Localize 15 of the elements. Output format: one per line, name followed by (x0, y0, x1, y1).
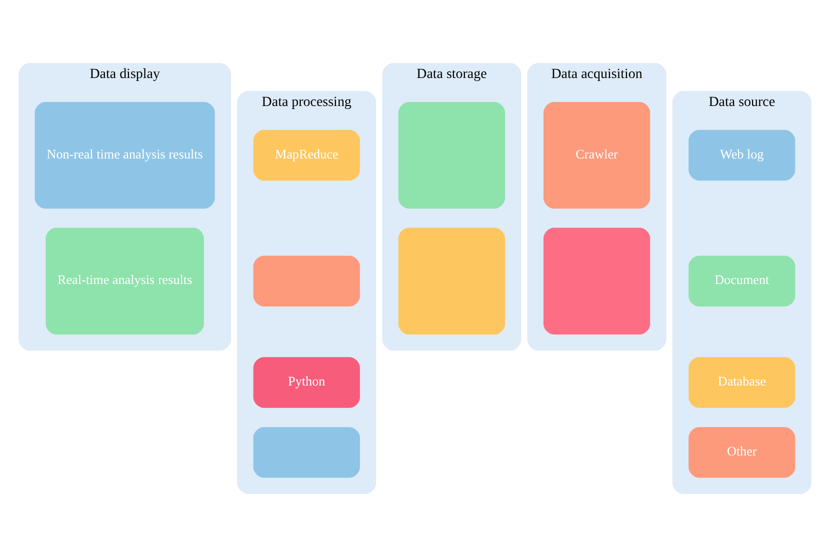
node-box: Crawler (543, 102, 650, 209)
node-box: Real-time analysis results (46, 228, 204, 334)
node-box: MapReduce (253, 130, 360, 181)
node-box (253, 427, 360, 478)
node-box: Non-real time analysis results (34, 102, 215, 209)
cluster: Data storage (382, 63, 522, 351)
node-box: Document (688, 256, 796, 306)
node-box: Database (688, 357, 796, 408)
node-box (398, 102, 506, 209)
node-box: Other (688, 427, 796, 478)
node-box (543, 228, 650, 334)
node-box (253, 256, 360, 306)
node-box: Web log (688, 130, 796, 181)
node-box (398, 228, 506, 334)
node-box: Python (253, 357, 360, 408)
